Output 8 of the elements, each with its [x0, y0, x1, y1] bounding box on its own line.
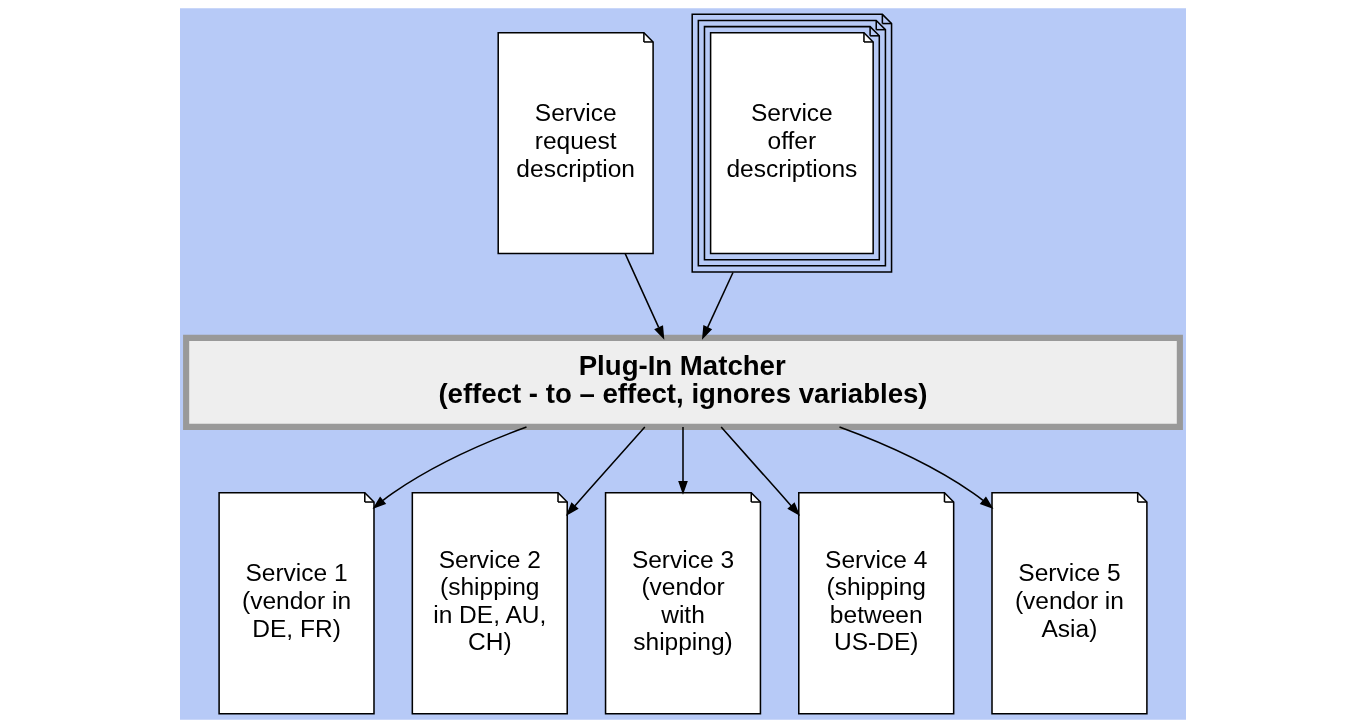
arrow: [565, 426, 646, 516]
arrow: [838, 426, 993, 509]
arrow: [624, 253, 664, 340]
arrow: [719, 426, 800, 516]
arrow: [677, 426, 688, 495]
arrow: [701, 271, 734, 340]
arrow: [372, 426, 527, 509]
node-box: Plug-In Matcher (effect - to – effect, ignores variables): [182, 334, 1183, 430]
